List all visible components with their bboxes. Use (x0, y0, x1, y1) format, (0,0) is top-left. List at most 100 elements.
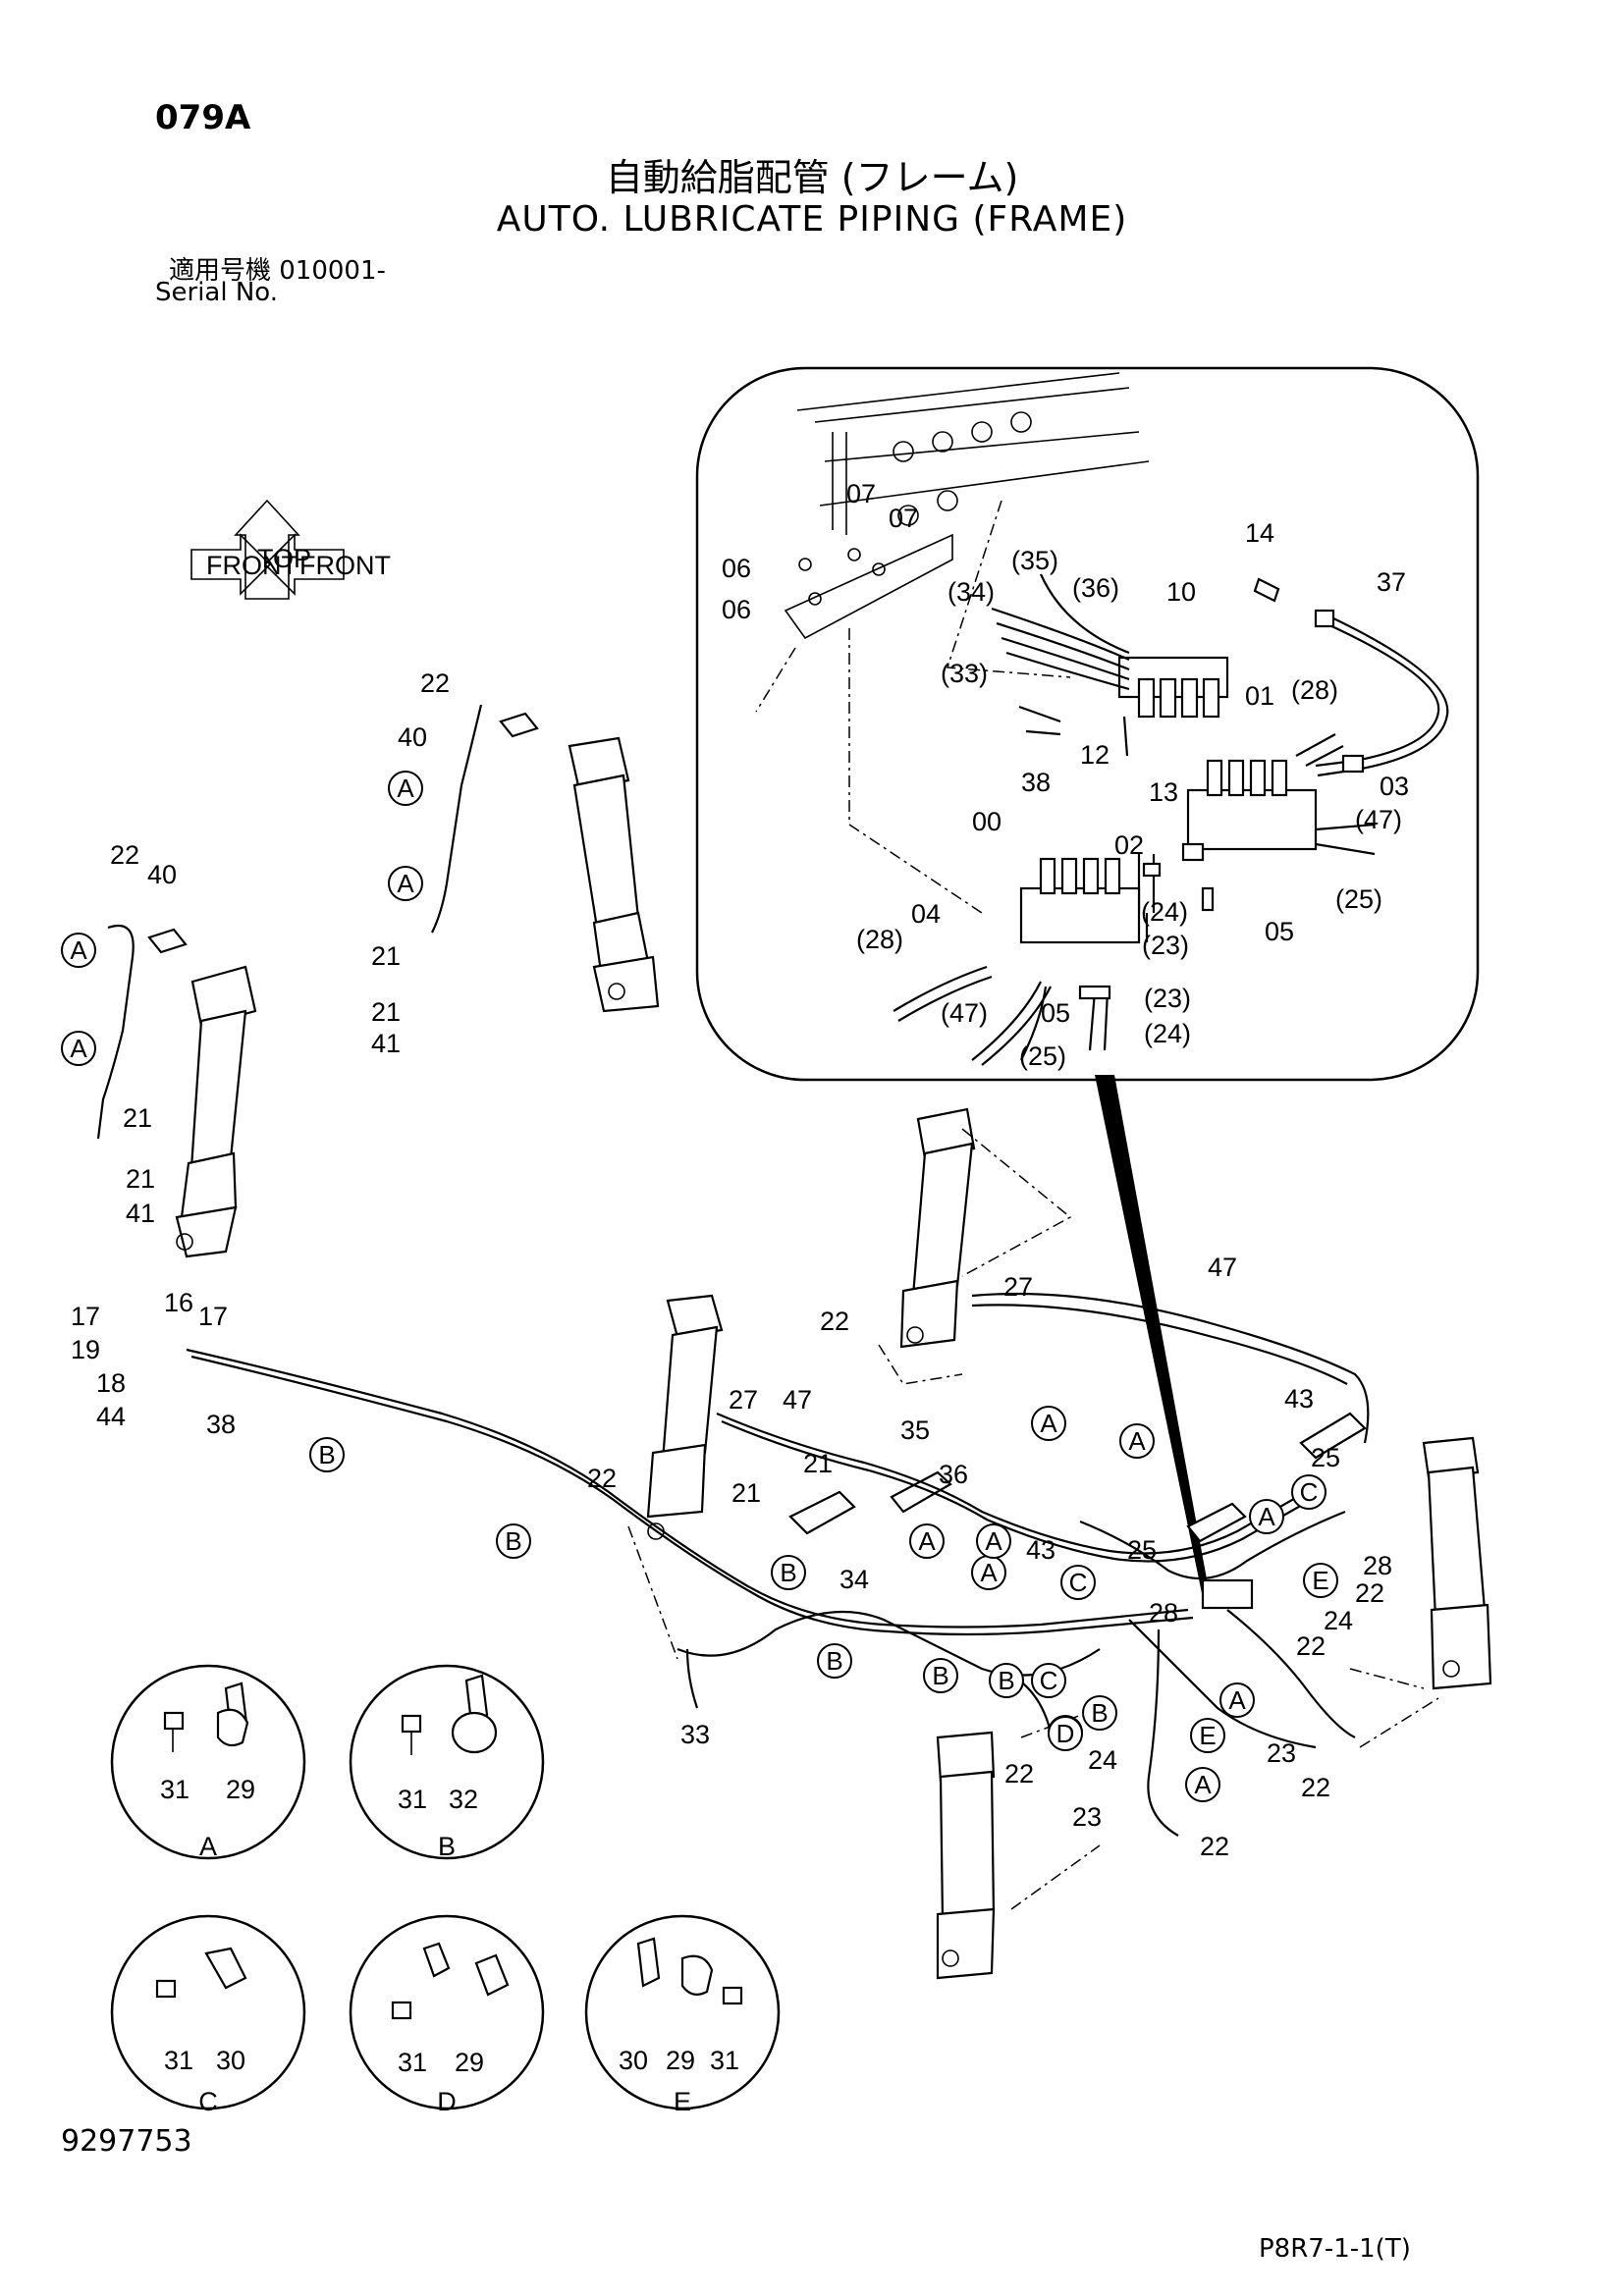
detail-view-c (110, 1914, 306, 2110)
callout-inset-27: (47) (941, 998, 988, 1028)
svg-text:A: A (1194, 1770, 1212, 1799)
callout-fitting-4: 18 (96, 1368, 126, 1398)
svg-text:B: B (1091, 1698, 1108, 1728)
svg-text:D: D (1056, 1719, 1075, 1748)
svg-text:A: A (1040, 1409, 1057, 1438)
callout-fitting-3: 19 (71, 1335, 100, 1364)
document-number: 9297753 (61, 2124, 192, 2159)
callout-main-1: 27 (1003, 1272, 1033, 1302)
callout-main-13: 43 (1284, 1384, 1314, 1414)
callout-main-3: 22 (587, 1464, 617, 1493)
svg-text:B: B (998, 1666, 1014, 1695)
svg-text:A: A (980, 1558, 998, 1587)
callout-inset-19: 02 (1114, 830, 1144, 860)
callout-main-10: 43 (1026, 1535, 1056, 1565)
ref-marker-12: C (1291, 1474, 1326, 1510)
callout-main-8: 21 (731, 1478, 761, 1508)
svg-text:B: B (932, 1661, 948, 1690)
ref-marker-21: D (1048, 1716, 1083, 1751)
detail-4-part-0: 30 (619, 2046, 648, 2075)
detail-0-part-1: 29 (226, 1775, 255, 1804)
hose-40-left (96, 925, 135, 1140)
svg-text:A: A (918, 1526, 936, 1556)
ref-marker-25: A (976, 1523, 1011, 1559)
callout-main-18: 24 (1324, 1606, 1353, 1635)
callout-main-15: 28 (1363, 1551, 1392, 1580)
callout-main-14: 25 (1311, 1443, 1340, 1472)
callout-inset-23: 05 (1265, 917, 1294, 946)
callout-main-17: 28 (1149, 1598, 1178, 1628)
callout-main-11: 25 (1127, 1535, 1157, 1565)
detail-0-part-0: 31 (160, 1775, 189, 1804)
cylinder-rear-left (899, 1107, 976, 1349)
detail-1-letter: B (438, 1832, 456, 1861)
callout-main-22: 24 (1088, 1745, 1117, 1775)
ref-marker-6: B (771, 1555, 806, 1590)
callout-inset-11: 12 (1080, 740, 1110, 770)
callout-main-7: 36 (939, 1460, 968, 1489)
detail-4-part-2: 31 (710, 2046, 739, 2075)
svg-text:B: B (318, 1440, 335, 1469)
callout-main-2: 47 (1208, 1253, 1237, 1282)
pipe-routing (186, 1128, 1439, 1910)
ref-marker-8: B (817, 1643, 852, 1679)
pins (788, 1412, 1367, 1543)
callout-inset-8: 14 (1245, 518, 1274, 548)
hose-40-mid (431, 704, 483, 934)
callout-inset-15: (28) (1291, 675, 1338, 705)
callout-fitting-2: 17 (198, 1302, 228, 1331)
ref-marker-24: A (1185, 1767, 1220, 1802)
callout-fitting-0: 17 (71, 1302, 100, 1331)
callout-inset-25: (23) (1142, 931, 1189, 960)
callout-inset-9: 37 (1377, 567, 1406, 597)
ref-marker-22: B (1082, 1695, 1117, 1731)
callout-main-5: 47 (783, 1385, 812, 1415)
ref-marker-9: A (1031, 1406, 1066, 1441)
detail-0-letter: A (199, 1832, 217, 1861)
svg-text:C: C (1300, 1477, 1319, 1507)
callout-inset-4: (35) (1011, 546, 1058, 575)
detail-4-part-1: 29 (666, 2046, 695, 2075)
callout-inset-12: 38 (1021, 768, 1051, 797)
ref-marker-2: A (388, 771, 423, 806)
detail-1-part-1: 32 (449, 1785, 478, 1814)
callout-inset-21: 04 (911, 899, 941, 929)
ref-marker-19: B (989, 1663, 1024, 1698)
detail-3-letter: D (437, 2087, 457, 2116)
callout-cyl-left-0: 22 (110, 840, 139, 870)
callout-inset-30: (25) (1019, 1041, 1066, 1071)
svg-text:A: A (985, 1526, 1002, 1556)
callout-main-20: 33 (680, 1720, 710, 1749)
callout-inset-3: 06 (722, 595, 751, 624)
callout-inset-16: 03 (1380, 772, 1409, 801)
callout-main-19: 22 (1296, 1631, 1326, 1661)
callout-main-25: 23 (1072, 1802, 1102, 1832)
callout-cyl-mid-2: 21 (371, 941, 401, 971)
callout-cyl-mid-0: 22 (420, 668, 450, 698)
callout-fitting-5: 44 (96, 1402, 126, 1431)
callout-inset-10: (33) (941, 659, 988, 688)
svg-text:A: A (1128, 1426, 1146, 1456)
lift-cylinder-left (147, 928, 257, 1258)
detail-view-d (349, 1914, 545, 2110)
svg-text:A: A (70, 1034, 87, 1063)
callout-main-21: 22 (1004, 1759, 1034, 1789)
callout-main-6: 35 (900, 1415, 930, 1445)
detail-view-b (349, 1664, 545, 1860)
ref-marker-7: A (909, 1523, 945, 1559)
callout-main-4: 27 (729, 1385, 758, 1415)
callout-inset-17: (47) (1355, 805, 1402, 834)
callout-inset-29: (24) (1144, 1019, 1191, 1048)
inset-pointer (1095, 1075, 1210, 1598)
svg-text:B: B (780, 1558, 796, 1587)
title-english: AUTO. LUBRICATE PIPING (FRAME) (496, 199, 1128, 240)
callout-main-26: 22 (1200, 1832, 1229, 1861)
ref-marker-5: B (496, 1523, 531, 1559)
callout-inset-18: 00 (972, 807, 1001, 836)
callout-inset-22: (24) (1141, 897, 1188, 927)
detail-view-a (110, 1664, 306, 1860)
callout-main-16: 22 (1355, 1578, 1384, 1608)
inset-detail-view (695, 366, 1480, 1082)
svg-text:A: A (397, 774, 414, 803)
